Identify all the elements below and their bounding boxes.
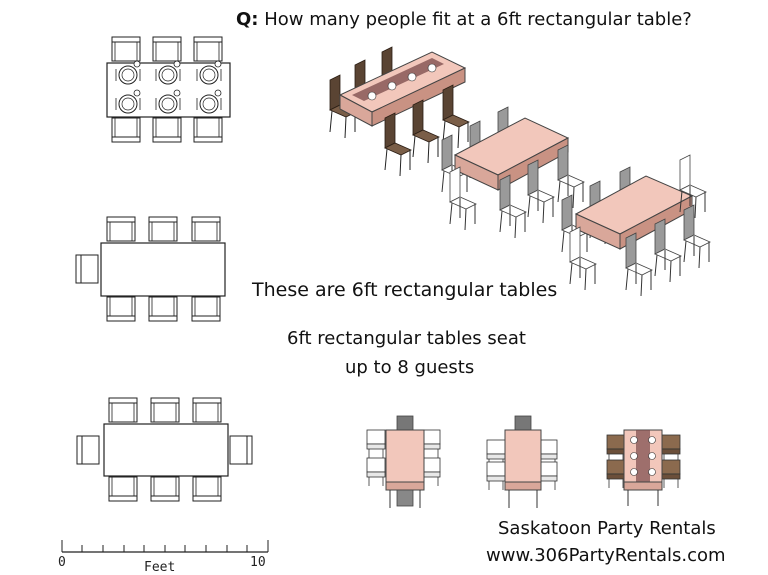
tables-caption: These are 6ft rectangular tables bbox=[252, 279, 558, 301]
iso-table-grey-chairs-1 bbox=[441, 106, 585, 239]
plan-table-settings bbox=[106, 36, 231, 143]
plan-table-seven bbox=[75, 216, 226, 322]
front-table-2 bbox=[486, 415, 558, 508]
iso-table-grey-chairs-2 bbox=[561, 154, 711, 297]
scale-unit-label: Feet bbox=[144, 560, 175, 575]
scale-end-label: 10 bbox=[250, 555, 266, 570]
question-text: How many people fit at a 6ft rectangular… bbox=[264, 9, 692, 30]
front-table-3-set bbox=[606, 429, 681, 506]
seating-caption-line2: up to 8 guests bbox=[345, 357, 475, 378]
front-table-1 bbox=[366, 415, 441, 508]
question-heading: Q: How many people fit at a 6ft rectangu… bbox=[236, 9, 692, 30]
brand-url: www.306PartyRentals.com bbox=[486, 545, 726, 566]
scale-bar: 0 Feet 10 bbox=[58, 540, 269, 575]
seating-caption-line1: 6ft rectangular tables seat bbox=[287, 328, 526, 349]
plan-table-eight bbox=[76, 397, 253, 502]
scale-start-label: 0 bbox=[58, 555, 66, 570]
iso-table-dark-chairs bbox=[329, 46, 470, 177]
brand-name: Saskatoon Party Rentals bbox=[498, 518, 716, 539]
question-prefix: Q: bbox=[236, 9, 259, 30]
